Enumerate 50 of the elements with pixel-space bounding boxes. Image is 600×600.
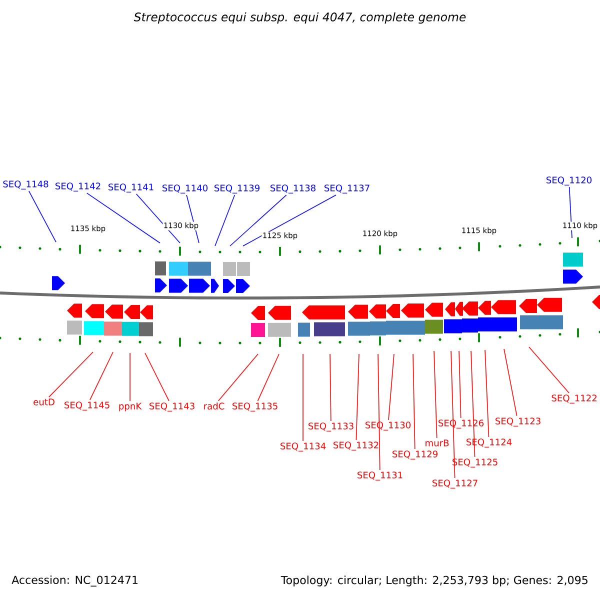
gene-label: SEQ_1138 xyxy=(270,184,316,194)
gene-label: SEQ_1143 xyxy=(150,402,194,412)
leader-line xyxy=(136,194,180,244)
leader-line xyxy=(470,350,476,458)
gene-label: SEQ_1148 xyxy=(3,180,48,190)
leader-line xyxy=(388,354,394,420)
leader-line xyxy=(218,354,258,402)
gene-label: SEQ_1141 xyxy=(108,184,154,192)
title: Streptococcus equi subsp. equi 4047, complete genome xyxy=(134,12,466,24)
leader-line xyxy=(356,354,360,440)
gene-label: SEQ_1120 xyxy=(546,176,592,186)
gene-label: ppnK xyxy=(119,402,142,412)
footer-text: Topology: circular; Length: 2,253,793 bp; Genes: 2,095 xyxy=(280,576,588,586)
gene-label: SEQ_1129 xyxy=(392,450,438,460)
gene-label: SEQ_1127 xyxy=(432,480,478,488)
gene-label: SEQ_1134 xyxy=(280,442,326,452)
leader-line xyxy=(214,194,236,246)
leader-line xyxy=(412,354,416,450)
gene-label: SEQ_1135 xyxy=(232,402,278,412)
leader-line xyxy=(302,354,304,442)
gene-label: murB xyxy=(426,440,449,446)
leader-line xyxy=(28,190,56,242)
gene-label: SEQ_1140 xyxy=(162,184,208,194)
gene-label: SEQ_1122 xyxy=(552,394,596,404)
leader-line xyxy=(458,350,462,418)
gene-label: SEQ_1139 xyxy=(214,184,260,194)
gene-label: SEQ_1142 xyxy=(56,182,100,192)
leader-line xyxy=(86,192,160,244)
leader-line xyxy=(450,350,456,478)
leader-line xyxy=(144,352,170,402)
gene-label: SEQ_1131 xyxy=(358,472,402,480)
gene-label: SEQ_1145 xyxy=(64,402,110,410)
leader-line xyxy=(528,346,570,394)
leader-line xyxy=(48,352,94,398)
footer-text: Accession: NC_012471 xyxy=(12,576,138,587)
leader-line xyxy=(257,354,280,402)
leader-line xyxy=(230,194,287,246)
leader-line xyxy=(242,194,336,246)
gene-label: SEQ_1137 xyxy=(324,184,370,194)
leader-line xyxy=(504,348,518,416)
gene-label: SEQ_1133 xyxy=(308,422,354,432)
gene-label: eutD xyxy=(34,398,54,406)
leader-line xyxy=(90,352,114,400)
leader-line xyxy=(330,354,332,422)
gene-label: SEQ_1123 xyxy=(496,418,540,426)
gene-label: radC xyxy=(204,402,224,410)
gene-label: SEQ_1132 xyxy=(334,442,378,450)
leader-line xyxy=(434,350,438,438)
leader-line xyxy=(378,354,380,470)
leader-line xyxy=(484,350,490,438)
